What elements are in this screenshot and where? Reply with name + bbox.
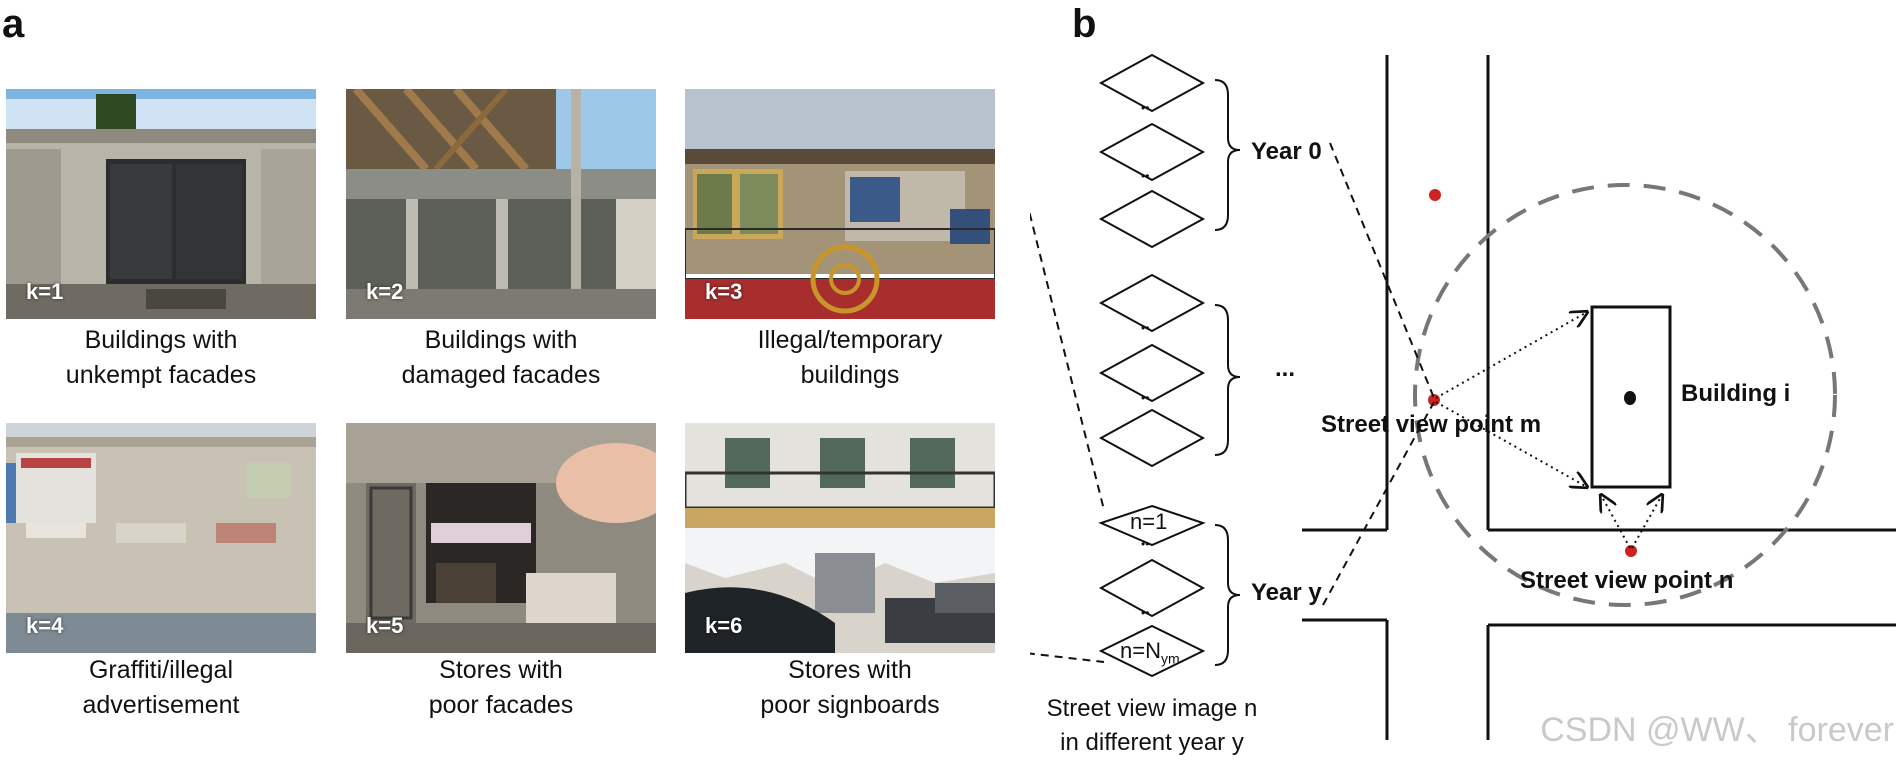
ellipsis-label: ... bbox=[1275, 355, 1296, 382]
arrow-m-bottom bbox=[1435, 401, 1587, 487]
brace-year0 bbox=[1214, 79, 1241, 231]
dots-yy-1: •• bbox=[1141, 537, 1150, 551]
diamond-y0-2 bbox=[1098, 122, 1206, 182]
street-point-n-label: Street view point n bbox=[1520, 567, 1734, 594]
k-label-4: k=4 bbox=[26, 613, 64, 638]
dots-yy-2: •• bbox=[1141, 606, 1150, 620]
street-point-n bbox=[1625, 545, 1637, 557]
street-view-diagram bbox=[1030, 53, 1896, 740]
photo-stores-poor-signboards: k=6 bbox=[685, 423, 995, 653]
panel-b-label: b bbox=[1072, 2, 1097, 46]
year0-label: Year 0 bbox=[1251, 138, 1322, 165]
k-label-2: k=2 bbox=[366, 279, 404, 304]
diamond-y0-1 bbox=[1098, 53, 1206, 113]
arrow-n-right bbox=[1631, 495, 1662, 549]
arrow-m-top bbox=[1435, 312, 1587, 399]
photo-illegal-temporary-buildings: k=3 bbox=[685, 89, 995, 319]
photo-damaged-facades: k=2 bbox=[346, 89, 656, 319]
brace-yeary bbox=[1214, 524, 1241, 666]
buffer-circle bbox=[1413, 183, 1837, 607]
dots-ym-1: •• bbox=[1141, 321, 1150, 335]
diamond-ym-1 bbox=[1098, 273, 1206, 333]
k-label-6: k=6 bbox=[705, 613, 743, 638]
photo-unkempt-facades: k=1 bbox=[6, 89, 316, 319]
diamond-y0-3 bbox=[1098, 189, 1206, 249]
dots-y0-1: •• bbox=[1141, 101, 1150, 115]
diamond-yy-2 bbox=[1098, 558, 1206, 618]
brace-middle bbox=[1214, 304, 1241, 456]
watermark: CSDN @WW、 forever bbox=[1540, 711, 1894, 749]
nym-label: n=Nym bbox=[1120, 638, 1180, 667]
dots-y0-2: •• bbox=[1141, 169, 1150, 183]
dots-ym-2: •• bbox=[1141, 391, 1150, 405]
building-center-dot bbox=[1624, 391, 1636, 405]
k-label-1: k=1 bbox=[26, 279, 64, 304]
arrow-n-left bbox=[1601, 495, 1631, 549]
diamond-ym-3 bbox=[1098, 408, 1206, 468]
street-point-m-label: Street view point m bbox=[1321, 411, 1542, 438]
yeary-label: Year y bbox=[1251, 579, 1322, 606]
street-point-top bbox=[1429, 189, 1441, 201]
n1-label: n=1 bbox=[1130, 509, 1168, 534]
link-year0 bbox=[1329, 142, 1435, 399]
building-label: Building i bbox=[1681, 380, 1791, 407]
diamond-ym-2 bbox=[1098, 343, 1206, 403]
connector-top bbox=[1030, 210, 1105, 511]
connector-bottom bbox=[1030, 652, 1105, 663]
diamond-yy-3 bbox=[1098, 624, 1206, 678]
photo-graffiti-advertisement: k=4 bbox=[6, 423, 316, 653]
k-label-5: k=5 bbox=[366, 613, 404, 638]
panel-a-label: a bbox=[2, 2, 25, 46]
diamond-yy-1 bbox=[1098, 504, 1206, 547]
link-yeary bbox=[1322, 401, 1435, 606]
k-label-3: k=3 bbox=[705, 279, 743, 304]
photo-stores-poor-facades: k=5 bbox=[346, 423, 656, 653]
